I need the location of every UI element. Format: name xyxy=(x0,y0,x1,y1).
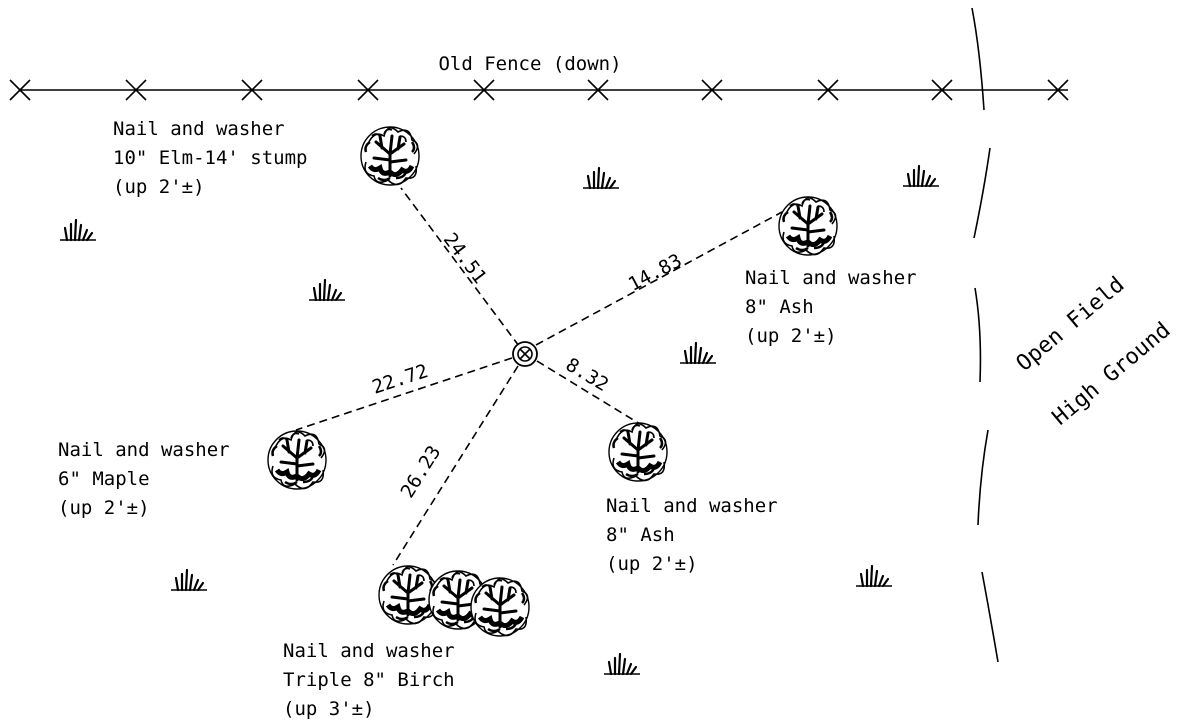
marsh-grass-icon xyxy=(58,218,98,242)
tree-label-line: 8" Ash xyxy=(606,524,675,546)
field-edge-line xyxy=(971,7,999,663)
tree-label-line: (up 2'±) xyxy=(58,497,150,519)
tree-label-line: 8" Ash xyxy=(745,296,814,318)
tree-label-elm: Nail and washer 10" Elm-14' stump (up 2'… xyxy=(113,118,307,198)
tree-ash-se-icon xyxy=(609,423,667,481)
benchmark-circled-x-icon xyxy=(512,341,538,367)
tree-maple-icon xyxy=(268,431,326,489)
marsh-grass-icon xyxy=(854,564,894,588)
tie-distance-ash-se: 8.32 xyxy=(562,354,613,396)
tie-line-ash-ne xyxy=(535,211,783,346)
tree-label-line: 10" Elm-14' stump xyxy=(113,147,307,169)
tree-label-line: (up 2'±) xyxy=(113,176,205,198)
tie-distance-ash-ne: 14.83 xyxy=(625,250,686,296)
tree-elm-icon xyxy=(361,127,419,185)
tree-label-ash-ne: Nail and washer 8" Ash (up 2'±) xyxy=(745,267,917,347)
marsh-grass-icon xyxy=(169,568,209,592)
tie-distance-elm: 24.51 xyxy=(439,229,491,288)
tie-line-elm xyxy=(400,187,520,347)
tree-label-line: (up 2'±) xyxy=(606,553,698,575)
tree-label-line: Nail and washer xyxy=(58,439,230,461)
tie-line-birch xyxy=(392,365,519,566)
marsh-grass-icon xyxy=(901,164,941,188)
tie-line-maple xyxy=(295,357,513,431)
marsh-grass-icon xyxy=(678,341,718,365)
tree-label-ash-se: Nail and washer 8" Ash (up 2'±) xyxy=(606,495,778,575)
tie-distance-maple: 22.72 xyxy=(370,360,431,399)
tree-ash-ne-icon xyxy=(779,197,837,255)
tree-label-birch: Nail and washer Triple 8" Birch (up 3'±) xyxy=(283,640,455,720)
tree-label-line: (up 2'±) xyxy=(745,325,837,347)
fence-label: Old Fence (down) xyxy=(438,53,621,75)
marsh-grass-icon xyxy=(602,652,642,676)
old-fence: Old Fence (down) xyxy=(9,53,1069,101)
tree-label-line: 6" Maple xyxy=(58,468,150,490)
field-label: Open Field High Ground xyxy=(1012,272,1176,430)
tie-line-ash-se xyxy=(536,360,641,425)
marsh-grass-icon xyxy=(307,278,347,302)
tree-label-line: Nail and washer xyxy=(606,495,778,517)
tie-lines xyxy=(295,187,783,566)
tree-label-line: Triple 8" Birch xyxy=(283,669,455,691)
marsh-grass-icon xyxy=(581,166,621,190)
tree-birch-triple-icon xyxy=(379,566,529,636)
tree-label-line: (up 3'±) xyxy=(283,698,375,720)
tree-label-maple: Nail and washer 6" Maple (up 2'±) xyxy=(58,439,230,519)
tree-label-line: Nail and washer xyxy=(745,267,917,289)
tree-label-line: Nail and washer xyxy=(113,118,285,140)
tree-label-line: Nail and washer xyxy=(283,640,455,662)
